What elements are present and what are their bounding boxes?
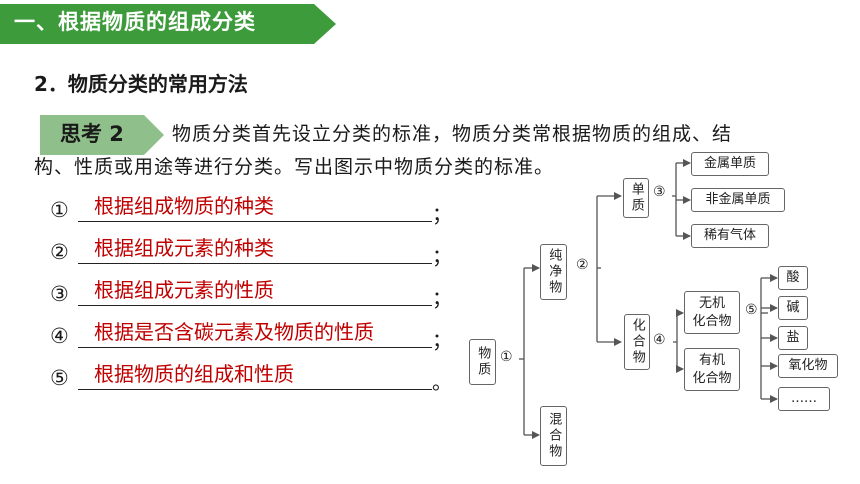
node-mixture: 混合物	[540, 406, 567, 466]
node-element-substance: 单质	[623, 178, 649, 218]
node-salt: 盐	[778, 326, 808, 350]
node-acid: 酸	[778, 266, 808, 290]
answer-end-mark: ；	[432, 244, 452, 268]
answer-end-mark: ；	[432, 328, 452, 352]
answer-text: 根据组成物质的种类	[94, 196, 274, 218]
node-substance: 物质	[469, 339, 496, 385]
question-line-2: 构、性质或用途等进行分类。写出图示中物质分类的标准。	[34, 156, 555, 178]
node-metal-element: 金属单质	[691, 152, 769, 176]
criterion-label-3: ③	[653, 184, 666, 200]
subsection-title: 2．物质分类的常用方法	[34, 72, 248, 96]
node-nonmetal-element: 非金属单质	[691, 188, 785, 212]
node-base: 碱	[778, 296, 808, 320]
node-organic-compound: 有机 化合物	[684, 348, 740, 391]
section-title: 一、根据物质的组成分类	[14, 10, 256, 34]
answer-end-mark: ；	[432, 286, 452, 310]
thinking-badge	[40, 115, 164, 155]
node-pure-substance: 纯净物	[540, 244, 567, 300]
criterion-label-4: ④	[653, 332, 666, 348]
answer-number: ④	[50, 324, 69, 348]
answer-text: 根据组成元素的种类	[94, 238, 274, 260]
answer-blank-line	[78, 221, 432, 222]
answer-text: 根据是否含碳元素及物质的性质	[94, 322, 374, 344]
answer-number: ③	[50, 282, 69, 306]
answer-blank-line	[78, 305, 432, 306]
criterion-label-2: ②	[576, 257, 589, 273]
question-line-1: 物质分类首先设立分类的标准，物质分类常根据物质的组成、结	[172, 123, 733, 145]
criterion-label-5: ⑤	[745, 302, 758, 318]
answer-number: ②	[50, 240, 69, 264]
answer-end-mark: ；	[432, 202, 452, 226]
node-oxide: 氧化物	[778, 354, 838, 378]
node-more: ……	[778, 387, 830, 411]
answer-blank-line	[78, 347, 432, 348]
answer-text: 根据物质的组成和性质	[94, 364, 294, 386]
section-banner	[0, 4, 336, 44]
answer-blank-line	[78, 263, 432, 264]
thinking-badge-label: 思考 2	[60, 122, 124, 146]
answer-text: 根据组成元素的性质	[94, 280, 274, 302]
answer-number: ⑤	[50, 366, 69, 390]
answer-number: ①	[50, 198, 69, 222]
criterion-label-1: ①	[500, 349, 513, 365]
node-compound: 化合物	[624, 314, 650, 370]
node-inorganic-compound: 无机 化合物	[684, 291, 740, 334]
answer-blank-line	[78, 389, 432, 390]
node-noble-gas: 稀有气体	[691, 224, 769, 248]
answer-end-mark: 。	[432, 370, 452, 394]
